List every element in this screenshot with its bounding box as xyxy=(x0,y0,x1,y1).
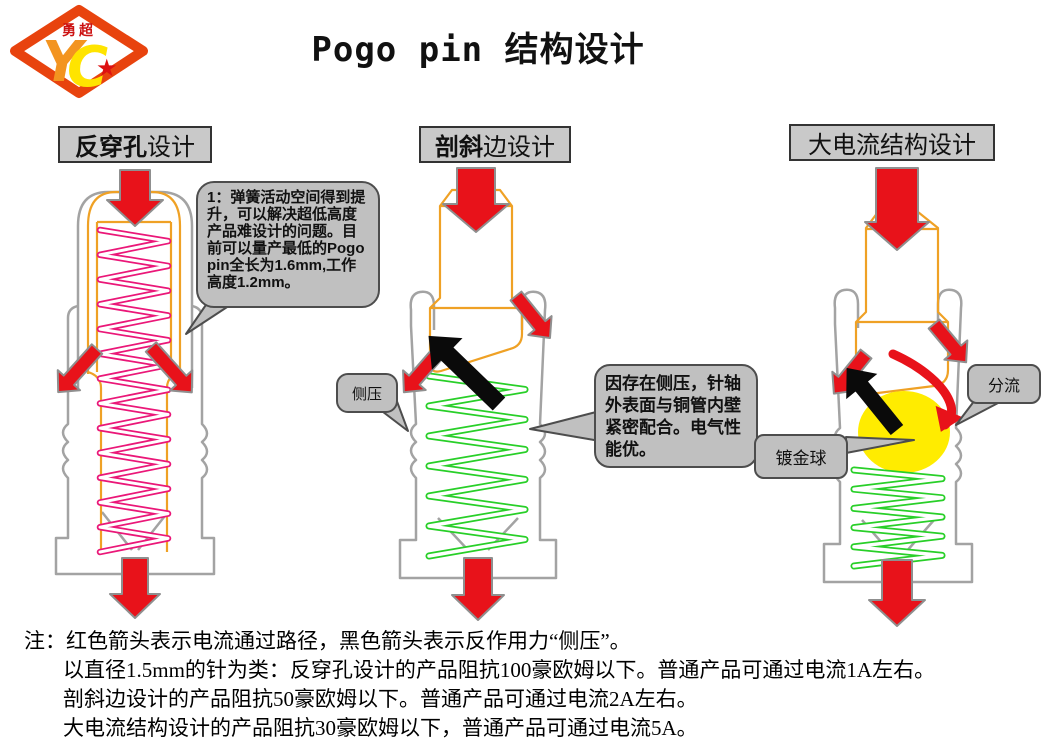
shunt-bubble: 分流 xyxy=(967,364,1041,404)
current-arrow-top xyxy=(106,169,164,227)
note-line-3: 剖斜边设计的产品阻抗50豪欧姆以下。普通产品可通过电流2A左右。 xyxy=(63,687,698,711)
current-arrow-top xyxy=(442,167,510,233)
green-spring-highlight xyxy=(852,468,944,568)
page-title: Pogo pin 结构设计 xyxy=(311,30,645,70)
current-arrow-diag-right xyxy=(927,318,969,364)
current-arrow-diag-left xyxy=(56,343,104,394)
right-pin-spring xyxy=(850,466,946,570)
header-text-bold: 剖斜 xyxy=(435,134,483,161)
logo-letter-c: C xyxy=(67,35,108,99)
current-arrow-bottom xyxy=(451,557,505,621)
middle-pin xyxy=(398,167,558,621)
tube-body xyxy=(822,288,974,584)
header-text-bold: 反穿孔 xyxy=(75,134,147,161)
left-pin-spring xyxy=(96,226,172,556)
header-high-current-design: 大电流结构设计 xyxy=(789,124,995,161)
note-line-1: 注：红色箭头表示电流通过路径，黑色箭头表示反作用力“侧压”。 xyxy=(24,629,631,653)
spring-space-callout: 1：弹簧活动空间得到提升，可以解决超低高度产品难设计的问题。目前可以量产最低的P… xyxy=(196,181,380,308)
header-text: 设计 xyxy=(147,134,195,161)
logo-letter-y: Y xyxy=(42,30,88,95)
pink-spring-highlight xyxy=(98,228,170,554)
header-text: 大电流结构设计 xyxy=(808,132,976,159)
footnotes: 注：红色箭头表示电流通过路径，黑色箭头表示反作用力“侧压”。 以直径1.5mm的… xyxy=(24,627,1040,743)
side-pressure-black-arrow xyxy=(846,367,904,436)
current-arrow-bottom xyxy=(868,559,926,627)
side-pressure-black-arrow xyxy=(428,335,506,411)
current-arrow-diag-right xyxy=(144,341,194,394)
side-pressure-bubble: 侧压 xyxy=(336,373,398,413)
header-beveled-edge-design: 剖斜边设计 xyxy=(419,126,571,163)
left-pin-arrows xyxy=(56,169,194,619)
logo-diamond xyxy=(10,5,148,98)
gold-ball-bubble: 镀金球 xyxy=(754,434,848,479)
shunt-arrow-head xyxy=(935,405,964,432)
logo-star: ★ xyxy=(96,55,118,82)
green-spring-highlight xyxy=(427,374,527,558)
current-arrow-bottom xyxy=(109,557,161,619)
right-pin xyxy=(822,167,974,627)
right-pin-arrows xyxy=(831,167,969,627)
logo-brand-text: 勇超 xyxy=(62,22,96,38)
left-pin xyxy=(54,169,216,619)
tight-fit-callout: 因存在侧压，针轴外表面与铜管内壁紧密配合。电气性能优。 xyxy=(594,364,758,468)
note-line-4: 大电流结构设计的产品阻抗30豪欧姆以下，普通产品可通过电流5A。 xyxy=(63,716,698,740)
note-line-2: 以直径1.5mm的针为类：反穿孔设计的产品阻抗100豪欧姆以下。普通产品可通过电… xyxy=(63,658,936,682)
tube-body xyxy=(398,290,558,580)
middle-pin-arrows xyxy=(402,167,553,621)
header-text: 边设计 xyxy=(483,134,555,161)
header-reverse-hole-design: 反穿孔设计 xyxy=(58,126,212,163)
middle-pin-spring xyxy=(425,372,529,560)
current-arrow-top xyxy=(864,167,930,251)
current-arrow-diag-right xyxy=(509,290,553,339)
company-logo: Y C ★ 勇超 xyxy=(10,5,148,99)
